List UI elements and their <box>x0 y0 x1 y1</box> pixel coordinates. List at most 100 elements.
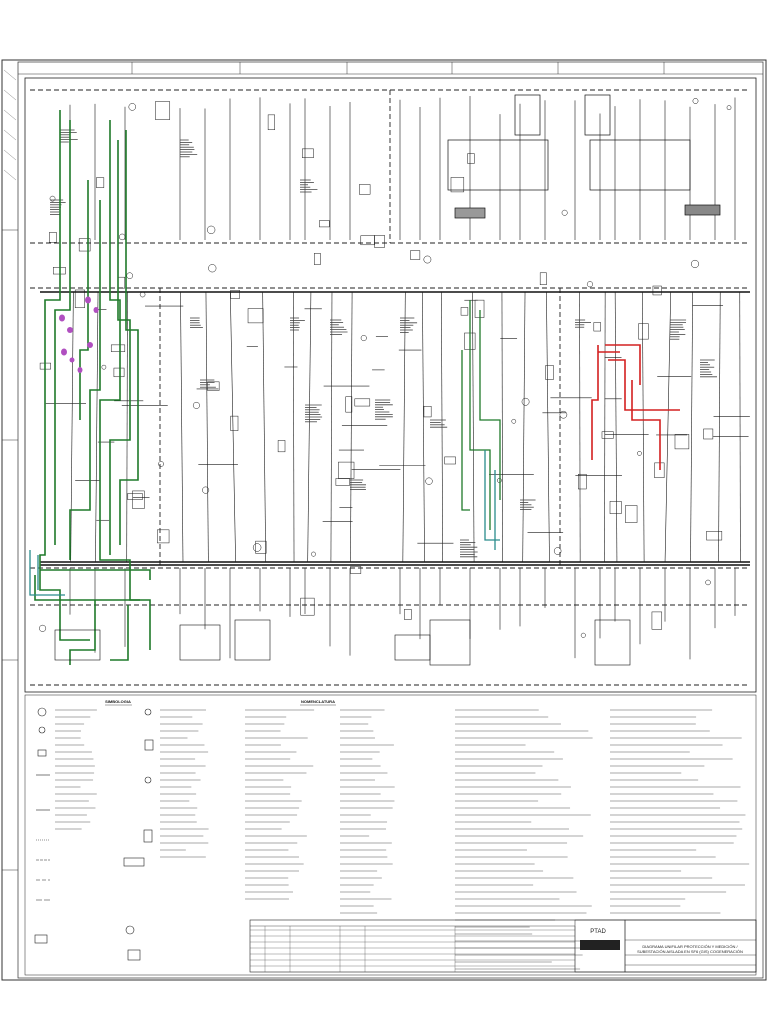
feeder-middle <box>546 291 550 563</box>
ct-symbol <box>252 543 262 552</box>
ct-symbol <box>521 397 530 406</box>
ct-symbol <box>586 281 593 288</box>
feeder-lines <box>45 95 750 660</box>
equipment-box <box>302 148 314 158</box>
equipment-box <box>132 490 145 509</box>
equipment-box <box>651 611 663 630</box>
equipment-box <box>78 238 91 252</box>
nomenclatura-title: NOMENCLATURA <box>301 699 335 704</box>
equipment-box <box>49 232 57 243</box>
sheet-outer-frame <box>1 59 767 981</box>
equipment-box <box>155 101 171 120</box>
feeder-middle <box>180 291 184 563</box>
drawing-title-line1: DIAGRAMA UNIFILAR PROTECCIÓN Y MEDICIÓN … <box>642 944 738 949</box>
company-code: PTAD <box>590 929 606 935</box>
ct-symbol <box>128 103 137 111</box>
ct-symbol <box>637 451 642 456</box>
ct-symbol <box>561 209 568 216</box>
ct-symbol <box>39 624 47 632</box>
feeder-middle <box>230 291 236 563</box>
equipment-box <box>117 276 126 289</box>
ct-symbol <box>311 551 316 557</box>
equipment-box <box>638 323 649 340</box>
equipment-box <box>345 396 353 413</box>
equipment-box <box>360 235 375 246</box>
ct-symbol <box>192 401 200 409</box>
feeder-middle <box>522 291 526 563</box>
diagram-area-frame <box>24 77 757 693</box>
equipment-box <box>157 529 170 544</box>
ct-symbol <box>425 477 433 485</box>
equipment-box <box>127 493 143 500</box>
equipment-box <box>74 289 85 308</box>
title-block <box>249 919 757 973</box>
equipment-box <box>319 220 330 228</box>
equipment-box <box>460 307 469 316</box>
equipment-box <box>335 478 350 486</box>
teal-circuit <box>29 450 500 596</box>
equipment-box <box>359 184 371 195</box>
simbologia-title: SIMBOLOGIA <box>105 699 131 704</box>
equipment-box <box>354 398 371 407</box>
equipment-blocks <box>39 98 732 638</box>
company-logo <box>580 940 620 950</box>
feeder-middle <box>402 291 406 563</box>
feeder-middle <box>126 291 128 563</box>
equipment-box <box>113 367 125 378</box>
equipment-box <box>207 381 220 391</box>
equipment-box <box>545 365 554 380</box>
feeder-middle <box>472 291 475 563</box>
equipment-box <box>410 250 421 260</box>
feeder-middle <box>262 291 267 563</box>
equipment-box <box>652 285 662 296</box>
ct-symbol <box>101 364 107 370</box>
feeder-middle <box>579 291 581 563</box>
equipment-box <box>267 114 275 131</box>
equipment-box <box>578 473 587 490</box>
feeder-middle <box>718 291 721 563</box>
feeder-middle <box>604 291 606 563</box>
feeder-middle <box>350 291 353 563</box>
zone-grid-left <box>2 229 18 871</box>
equipment-box <box>404 609 412 620</box>
equipment-box <box>230 290 240 299</box>
tiny-label-blocks <box>50 129 718 558</box>
feeder-middle <box>501 291 503 563</box>
zone-grid-top <box>18 62 763 75</box>
ct-symbol <box>553 547 562 555</box>
equipment-box <box>450 177 465 193</box>
equipment-box <box>706 531 723 541</box>
magenta-relay-markers <box>59 296 99 373</box>
equipment-box <box>255 540 267 554</box>
equipment-box <box>467 153 475 164</box>
ct-symbol <box>207 225 216 235</box>
feeder-middle <box>422 291 425 563</box>
green-circuit-left <box>34 110 151 665</box>
feeder-middle <box>70 291 74 563</box>
ct-symbol <box>726 105 732 110</box>
feeder-middle <box>205 291 209 563</box>
bottom-bays <box>54 619 631 666</box>
ct-symbol <box>119 233 126 241</box>
legend-text-rows <box>55 709 750 970</box>
sheet-inner-frame <box>17 61 764 979</box>
ct-symbol <box>49 195 56 202</box>
green-circuit-middle <box>461 300 501 530</box>
feeder-middle <box>95 291 99 563</box>
equipment-box <box>300 597 315 616</box>
equipment-box <box>230 415 239 431</box>
equipment-box <box>423 406 432 418</box>
main-busbars <box>40 291 750 566</box>
equipment-box <box>350 566 362 574</box>
legend-symbols <box>34 707 154 961</box>
upper-right-equipment <box>447 94 721 219</box>
ct-symbol <box>139 291 146 298</box>
feeder-middle <box>739 291 741 563</box>
feeder-middle <box>307 291 312 563</box>
ct-symbol <box>208 264 217 273</box>
feeder-middle <box>690 291 693 563</box>
equipment-box <box>374 235 385 248</box>
equipment-box <box>703 428 714 440</box>
drawing-title-line2: SUBESTACIÓN AISLADA EN SF6 (GIS) COGENER… <box>637 949 743 954</box>
